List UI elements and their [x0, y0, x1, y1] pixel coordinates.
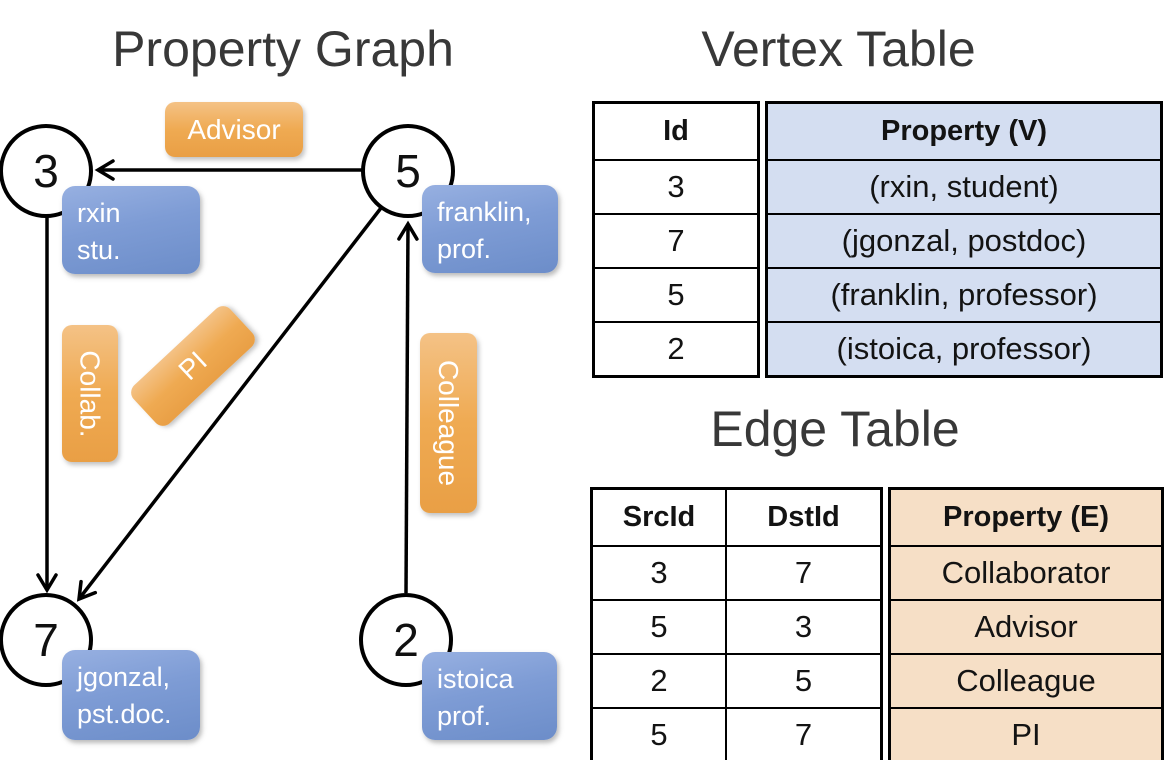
vertex-property-column: Property (V)(rxin, student)(jgonzal, pos…: [765, 101, 1163, 378]
edge-label-text: Advisor: [187, 113, 281, 145]
edge-label-advisor: Advisor: [165, 102, 303, 157]
edge-2-to-5-colleague: [397, 220, 419, 594]
vertex-id-cell: 3: [595, 159, 757, 213]
vertex-property-cell: (franklin, professor): [768, 267, 1160, 321]
vertex-property-cell: (jgonzal, postdoc): [768, 213, 1160, 267]
node-5-property-box: franklin, prof.: [422, 185, 558, 273]
node-property-line: rxin: [77, 198, 121, 228]
vertex-property-cell: (rxin, student): [768, 159, 1160, 213]
edge-property-cell: Collaborator: [891, 545, 1161, 599]
edge-table-title: Edge Table: [710, 401, 960, 457]
edge-label-text: Colleague: [433, 359, 465, 487]
node-5-id-label: 5: [395, 145, 421, 197]
edge-5-to-7-pi: [76, 206, 383, 602]
node-3-property-box: rxin stu.: [62, 186, 200, 274]
edge-dstid-cell: 7: [725, 707, 880, 760]
edge-srcid-cell: 5: [593, 599, 725, 653]
node-7-id-label: 7: [33, 614, 59, 666]
node-2-id-label: 2: [393, 614, 419, 666]
node-property-line: jgonzal,: [77, 662, 171, 692]
edge-header-row: SrcId DstId: [593, 490, 880, 545]
edge-property-cell: PI: [891, 707, 1161, 760]
edge-label-text: Collab.: [75, 349, 107, 438]
node-property-line: istoica: [437, 664, 514, 694]
node-property-line: prof.: [437, 701, 492, 731]
edge-srcid-cell: 3: [593, 545, 725, 599]
vertex-property-cell: (istoica, professor): [768, 321, 1160, 375]
node-property-line: franklin,: [437, 197, 532, 227]
edge-srcid-cell: 5: [593, 707, 725, 760]
node-property-line: prof.: [437, 234, 492, 264]
vertex-id-cell: 7: [595, 213, 757, 267]
edge-property-cell: Colleague: [891, 653, 1161, 707]
node-2-property-box: istoica prof.: [422, 652, 557, 740]
property-graph-title: Property Graph: [112, 21, 454, 77]
edge-property-header: Property (E): [891, 490, 1161, 545]
vertex-id-cell: 2: [595, 321, 757, 375]
edge-label-colleague: Colleague: [420, 333, 477, 513]
vertex-id-header: Id: [663, 115, 689, 147]
edge-label-text: PI: [172, 345, 213, 386]
edge-label-collab: Collab.: [62, 325, 118, 462]
edge-label-pi: PI: [126, 301, 260, 431]
edge-property-cell: Advisor: [891, 599, 1161, 653]
edge-dstid-cell: 5: [725, 653, 880, 707]
edge-dstid-cell: 3: [725, 599, 880, 653]
vertex-id-cell: 5: [595, 267, 757, 321]
vertex-property-header: Property (V): [768, 104, 1160, 159]
edge-srcid-header: SrcId: [622, 501, 696, 533]
vertex-table-title: Vertex Table: [701, 21, 976, 77]
node-property-line: pst.doc.: [77, 699, 172, 729]
edge-dstid-cell: 7: [725, 545, 880, 599]
node-3-id-label: 3: [33, 145, 59, 197]
edge-dstid-header: DstId: [725, 490, 880, 545]
edge-srcid-cell: 2: [593, 653, 725, 707]
node-property-line: stu.: [77, 235, 121, 265]
node-7-property-box: jgonzal, pst.doc.: [62, 650, 200, 740]
